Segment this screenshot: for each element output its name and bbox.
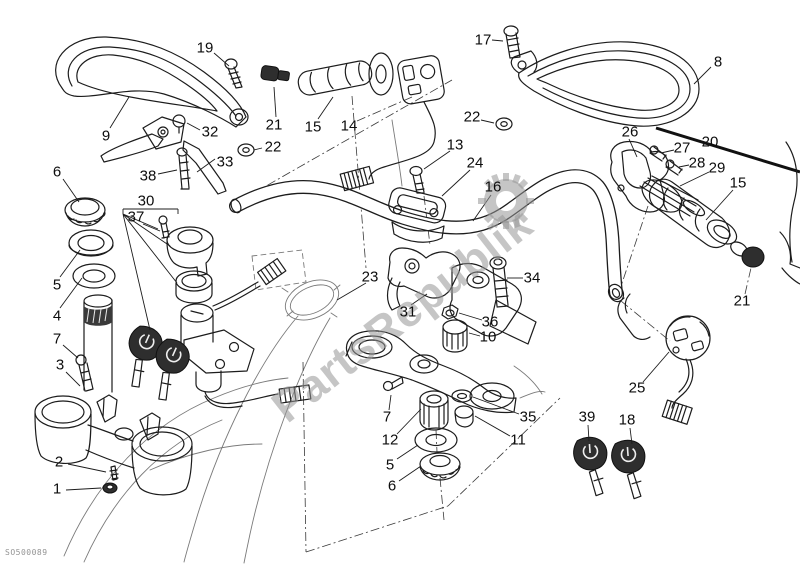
- throttle-assembly: [610, 126, 800, 268]
- left-mirror: [55, 36, 249, 128]
- part-callout-4: 4: [52, 307, 62, 325]
- part-callout-7: 7: [52, 330, 62, 348]
- part-callout-13: 13: [446, 136, 464, 154]
- watermark-gear-icon: [478, 173, 534, 229]
- part-callout-20: 20: [701, 133, 719, 151]
- part-callout-12: 12: [381, 431, 399, 449]
- switch-housing-right: [617, 293, 711, 425]
- part-callout-5: 5: [385, 456, 395, 474]
- part-callout-18: 18: [618, 411, 636, 429]
- right-mirror: [510, 41, 700, 127]
- lever-33: [182, 140, 227, 195]
- part-callout-32: 32: [201, 123, 219, 141]
- wire-connector-left: [339, 165, 375, 192]
- handlebar-riser-clamps: [386, 247, 537, 353]
- part-callout-22: 22: [463, 108, 481, 126]
- part-callout-23: 23: [361, 268, 379, 286]
- bar-end-plug-21-right: [741, 246, 765, 268]
- part-callout-8: 8: [713, 53, 723, 71]
- spare-keys: [573, 436, 646, 500]
- steering-stem-nut-stack: [414, 389, 474, 481]
- part-callout-28: 28: [688, 154, 706, 172]
- part-callout-5: 5: [52, 276, 62, 294]
- clutch-lever-assembly: [100, 114, 227, 195]
- part-callout-21: 21: [265, 116, 283, 134]
- steering-bearing-stack-left: [64, 197, 116, 393]
- handlebar-clamp-top: [388, 165, 447, 243]
- part-callout-34: 34: [523, 269, 541, 287]
- part-callout-19: 19: [196, 39, 214, 57]
- part-callout-39: 39: [578, 408, 596, 426]
- part-callout-11: 11: [510, 431, 526, 449]
- part-callout-7: 7: [382, 408, 392, 426]
- brake-lever-fragment: [779, 141, 800, 285]
- grip-15-left: [297, 60, 373, 96]
- frame-outline: [63, 119, 403, 564]
- drawing-code: SO500089: [5, 548, 48, 557]
- part-callout-38: 38: [139, 167, 157, 185]
- part-callout-21: 21: [733, 292, 751, 310]
- part-callout-22: 22: [264, 138, 282, 156]
- part-callout-31: 31: [399, 303, 417, 321]
- part-callout-24: 24: [466, 154, 484, 172]
- bar-end-plug-21: [260, 65, 290, 82]
- ignition-keys: [128, 325, 190, 401]
- left-grip-group: [224, 52, 445, 192]
- part-callout-15: 15: [304, 118, 322, 136]
- part-callout-3: 3: [55, 356, 65, 374]
- mirror-mount-hardware: [237, 25, 521, 157]
- part-callout-35: 35: [519, 408, 537, 426]
- part-callout-9: 9: [101, 127, 111, 145]
- top-triple-clamp: [345, 330, 546, 414]
- part-callout-6: 6: [387, 477, 397, 495]
- part-callout-27: 27: [673, 139, 691, 157]
- ignition-switch-assembly: [158, 215, 312, 409]
- bolt-19: [224, 58, 238, 70]
- part-callout-33: 33: [216, 153, 234, 171]
- part-callout-2: 2: [54, 453, 64, 471]
- part-callout-29: 29: [708, 159, 726, 177]
- part-callout-6: 6: [52, 163, 62, 181]
- bottom-triple-clamp: [34, 354, 193, 496]
- part-callout-10: 10: [479, 328, 497, 346]
- grip-15-right: [648, 178, 731, 249]
- part-callout-14: 14: [340, 117, 358, 135]
- part-callout-37: 37: [127, 208, 145, 226]
- left-switchgear: [397, 55, 445, 105]
- part-callout-17: 17: [474, 31, 492, 49]
- part-callout-26: 26: [621, 123, 639, 141]
- part-callout-25: 25: [628, 379, 646, 397]
- part-callout-36: 36: [481, 313, 499, 331]
- part-callout-15: 15: [729, 174, 747, 192]
- part-callout-30: 30: [137, 192, 155, 210]
- part-callout-1: 1: [52, 480, 62, 498]
- throttle-cable-20: [655, 126, 800, 174]
- part-callout-16: 16: [484, 178, 502, 196]
